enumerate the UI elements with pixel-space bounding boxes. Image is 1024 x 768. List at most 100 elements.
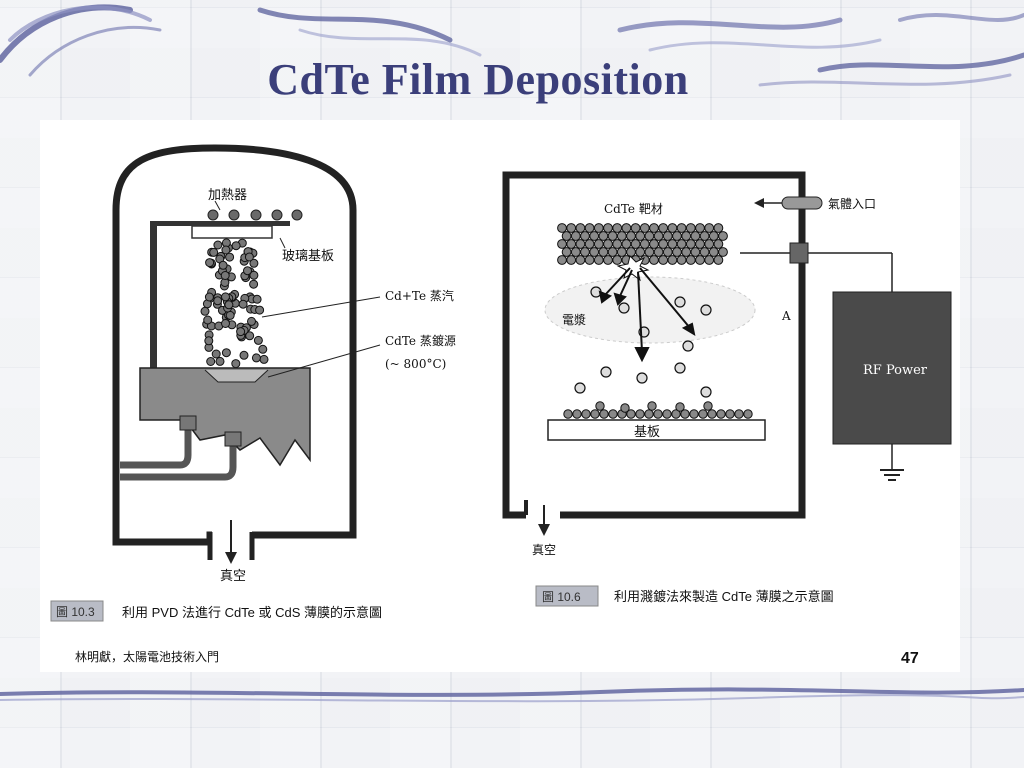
target-atom — [603, 255, 613, 265]
film-atom — [675, 402, 685, 412]
scanned-figure: 加熱器 玻璃基板 Cd+Te 蒸汽 CdTe 蒸鍍源 (~ 800°C) 真空 — [40, 120, 960, 672]
vapor-particle — [247, 316, 256, 326]
vapor-particle — [249, 279, 259, 289]
glass-substrate-label: 玻璃基板 — [282, 249, 334, 264]
target-atom — [649, 255, 659, 265]
target-atom — [708, 231, 719, 241]
target-atom — [580, 247, 590, 257]
target-atom — [713, 223, 724, 233]
film-atom — [635, 409, 645, 419]
target-atom — [570, 231, 581, 241]
target-atom — [649, 223, 659, 233]
target-atom — [584, 255, 595, 265]
target-atom — [662, 231, 673, 241]
target-atom — [644, 231, 655, 241]
target-atom — [699, 247, 710, 257]
target-atom — [593, 239, 604, 249]
target-atom — [593, 255, 604, 265]
film-atom — [581, 409, 591, 419]
plasma-cloud — [544, 276, 756, 344]
vapor-particle — [252, 294, 262, 304]
vapor-particle — [211, 349, 221, 359]
film-atom — [595, 401, 605, 411]
sputtering-diagram: CdTe 靶材 氣體入口 電漿 A 基板 RF Power 真空 — [502, 171, 952, 557]
target-atom — [566, 239, 577, 249]
substrate — [547, 419, 766, 441]
target-atom — [635, 247, 646, 257]
target-atom — [690, 247, 701, 257]
film-atom — [716, 409, 726, 419]
vapor-particle — [200, 306, 210, 316]
target-atom — [658, 255, 669, 265]
target-atom — [708, 247, 719, 257]
substrate-label: 基板 — [634, 425, 660, 440]
evaporation-source — [139, 367, 311, 467]
vapor-particles — [200, 238, 269, 369]
plasma-label: 電漿 — [562, 312, 586, 327]
target-atom — [612, 255, 623, 265]
target-atom — [676, 239, 687, 249]
target-atom — [616, 231, 627, 241]
heater-label: 加熱器 — [208, 188, 247, 203]
vapor-particle — [203, 315, 213, 325]
film-atom — [707, 409, 717, 419]
film-atom — [599, 409, 609, 419]
target-atom — [667, 239, 678, 249]
source-label: CdTe 蒸鍍源 — [385, 333, 456, 348]
film-atom — [662, 409, 672, 419]
target-atom — [667, 223, 678, 233]
target-atom — [593, 223, 604, 233]
vapor-particle — [239, 350, 249, 360]
target-atom — [667, 255, 678, 265]
target-atom — [607, 231, 618, 241]
vapor-particle — [258, 344, 268, 354]
film-atom — [563, 409, 573, 419]
target-atom — [658, 223, 669, 233]
figure-canvas: 加熱器 玻璃基板 Cd+Te 蒸汽 CdTe 蒸鍍源 (~ 800°C) 真空 — [50, 144, 952, 667]
caption-right: 圖 10.6 利用濺鍍法來製造 CdTe 薄膜之示意圖 — [535, 585, 834, 607]
target-atom — [635, 231, 646, 241]
target-atom — [630, 223, 641, 233]
film-atom — [725, 409, 735, 419]
vapor-particle — [209, 247, 219, 257]
vapor-particle — [251, 353, 261, 363]
target-atom — [685, 255, 696, 265]
film-atom — [703, 401, 713, 411]
vapor-particle — [213, 240, 223, 250]
target-atom — [676, 223, 687, 233]
target-atom — [685, 239, 696, 249]
vapor-particle — [236, 327, 246, 337]
sputter-arrows — [598, 267, 696, 363]
target-atom — [630, 239, 641, 249]
vapor-particle — [221, 348, 231, 358]
target-atom — [639, 239, 650, 249]
target-atom — [570, 247, 581, 257]
target-atom — [575, 239, 586, 249]
target-atom — [718, 231, 728, 241]
target-atom — [566, 223, 577, 233]
caption-tag-right: 圖 10.6 — [542, 590, 581, 604]
target-atom — [621, 223, 632, 233]
target-atom — [653, 231, 664, 241]
target-atom — [644, 247, 655, 257]
target-atom — [575, 223, 586, 233]
target-atom — [612, 223, 623, 233]
target-atom — [713, 255, 724, 265]
film-atom — [653, 409, 663, 419]
film-atom — [671, 409, 681, 419]
vapor-particle — [249, 258, 259, 268]
source-temp-label: (~ 800°C) — [385, 357, 446, 371]
vapor-particle — [220, 271, 230, 280]
film-atom — [590, 409, 600, 419]
target-atom — [626, 247, 636, 257]
target-atom — [695, 255, 705, 265]
plasma-marker: A — [781, 309, 791, 323]
vapor-particle — [218, 260, 228, 270]
page-number: 47 — [901, 650, 919, 667]
target-atom — [589, 231, 600, 241]
target-atom — [672, 247, 682, 257]
target-atom — [704, 255, 715, 265]
vapor-particle — [221, 292, 230, 302]
gas-inlet-pipe — [781, 196, 823, 210]
